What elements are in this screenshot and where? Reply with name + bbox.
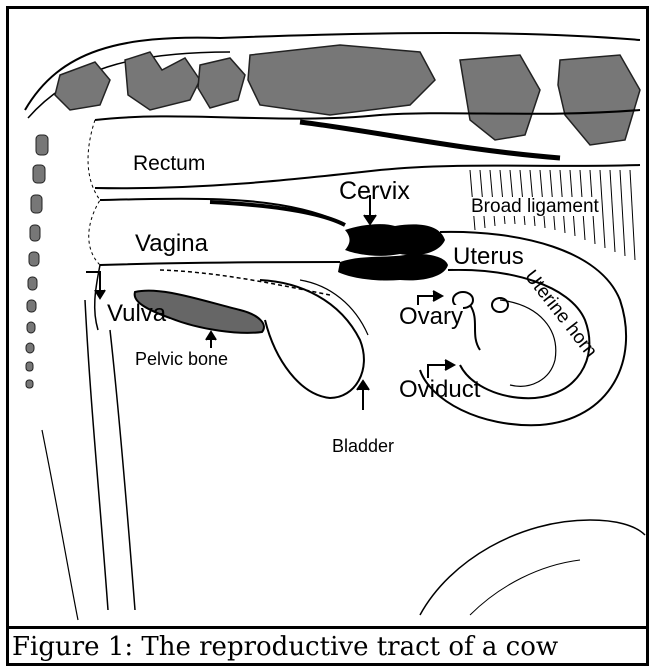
cervix-mass	[345, 224, 445, 256]
label-vulva: Vulva	[107, 302, 166, 326]
rectum-outline	[95, 110, 640, 120]
label-vagina: Vagina	[135, 232, 208, 256]
label-ovary: Ovary	[399, 305, 463, 329]
label-uterus: Uterus	[453, 245, 524, 269]
label-cervix: Cervix	[339, 179, 410, 204]
caption-divider	[9, 626, 646, 629]
label-broad-ligament: Broad ligament	[471, 197, 599, 216]
figure-caption: Figure 1: The reproductive tract of a co…	[12, 632, 558, 662]
label-rectum: Rectum	[133, 153, 205, 174]
tail-vertebrae	[26, 135, 48, 388]
bladder-outline	[260, 280, 364, 398]
label-bladder: Bladder	[332, 437, 394, 455]
label-pelvic-bone: Pelvic bone	[135, 350, 228, 368]
label-oviduct: Oviduct	[399, 378, 480, 402]
cow-anatomy-illustration: Rectum Cervix Broad ligament Vagina Uter…	[9, 9, 646, 626]
